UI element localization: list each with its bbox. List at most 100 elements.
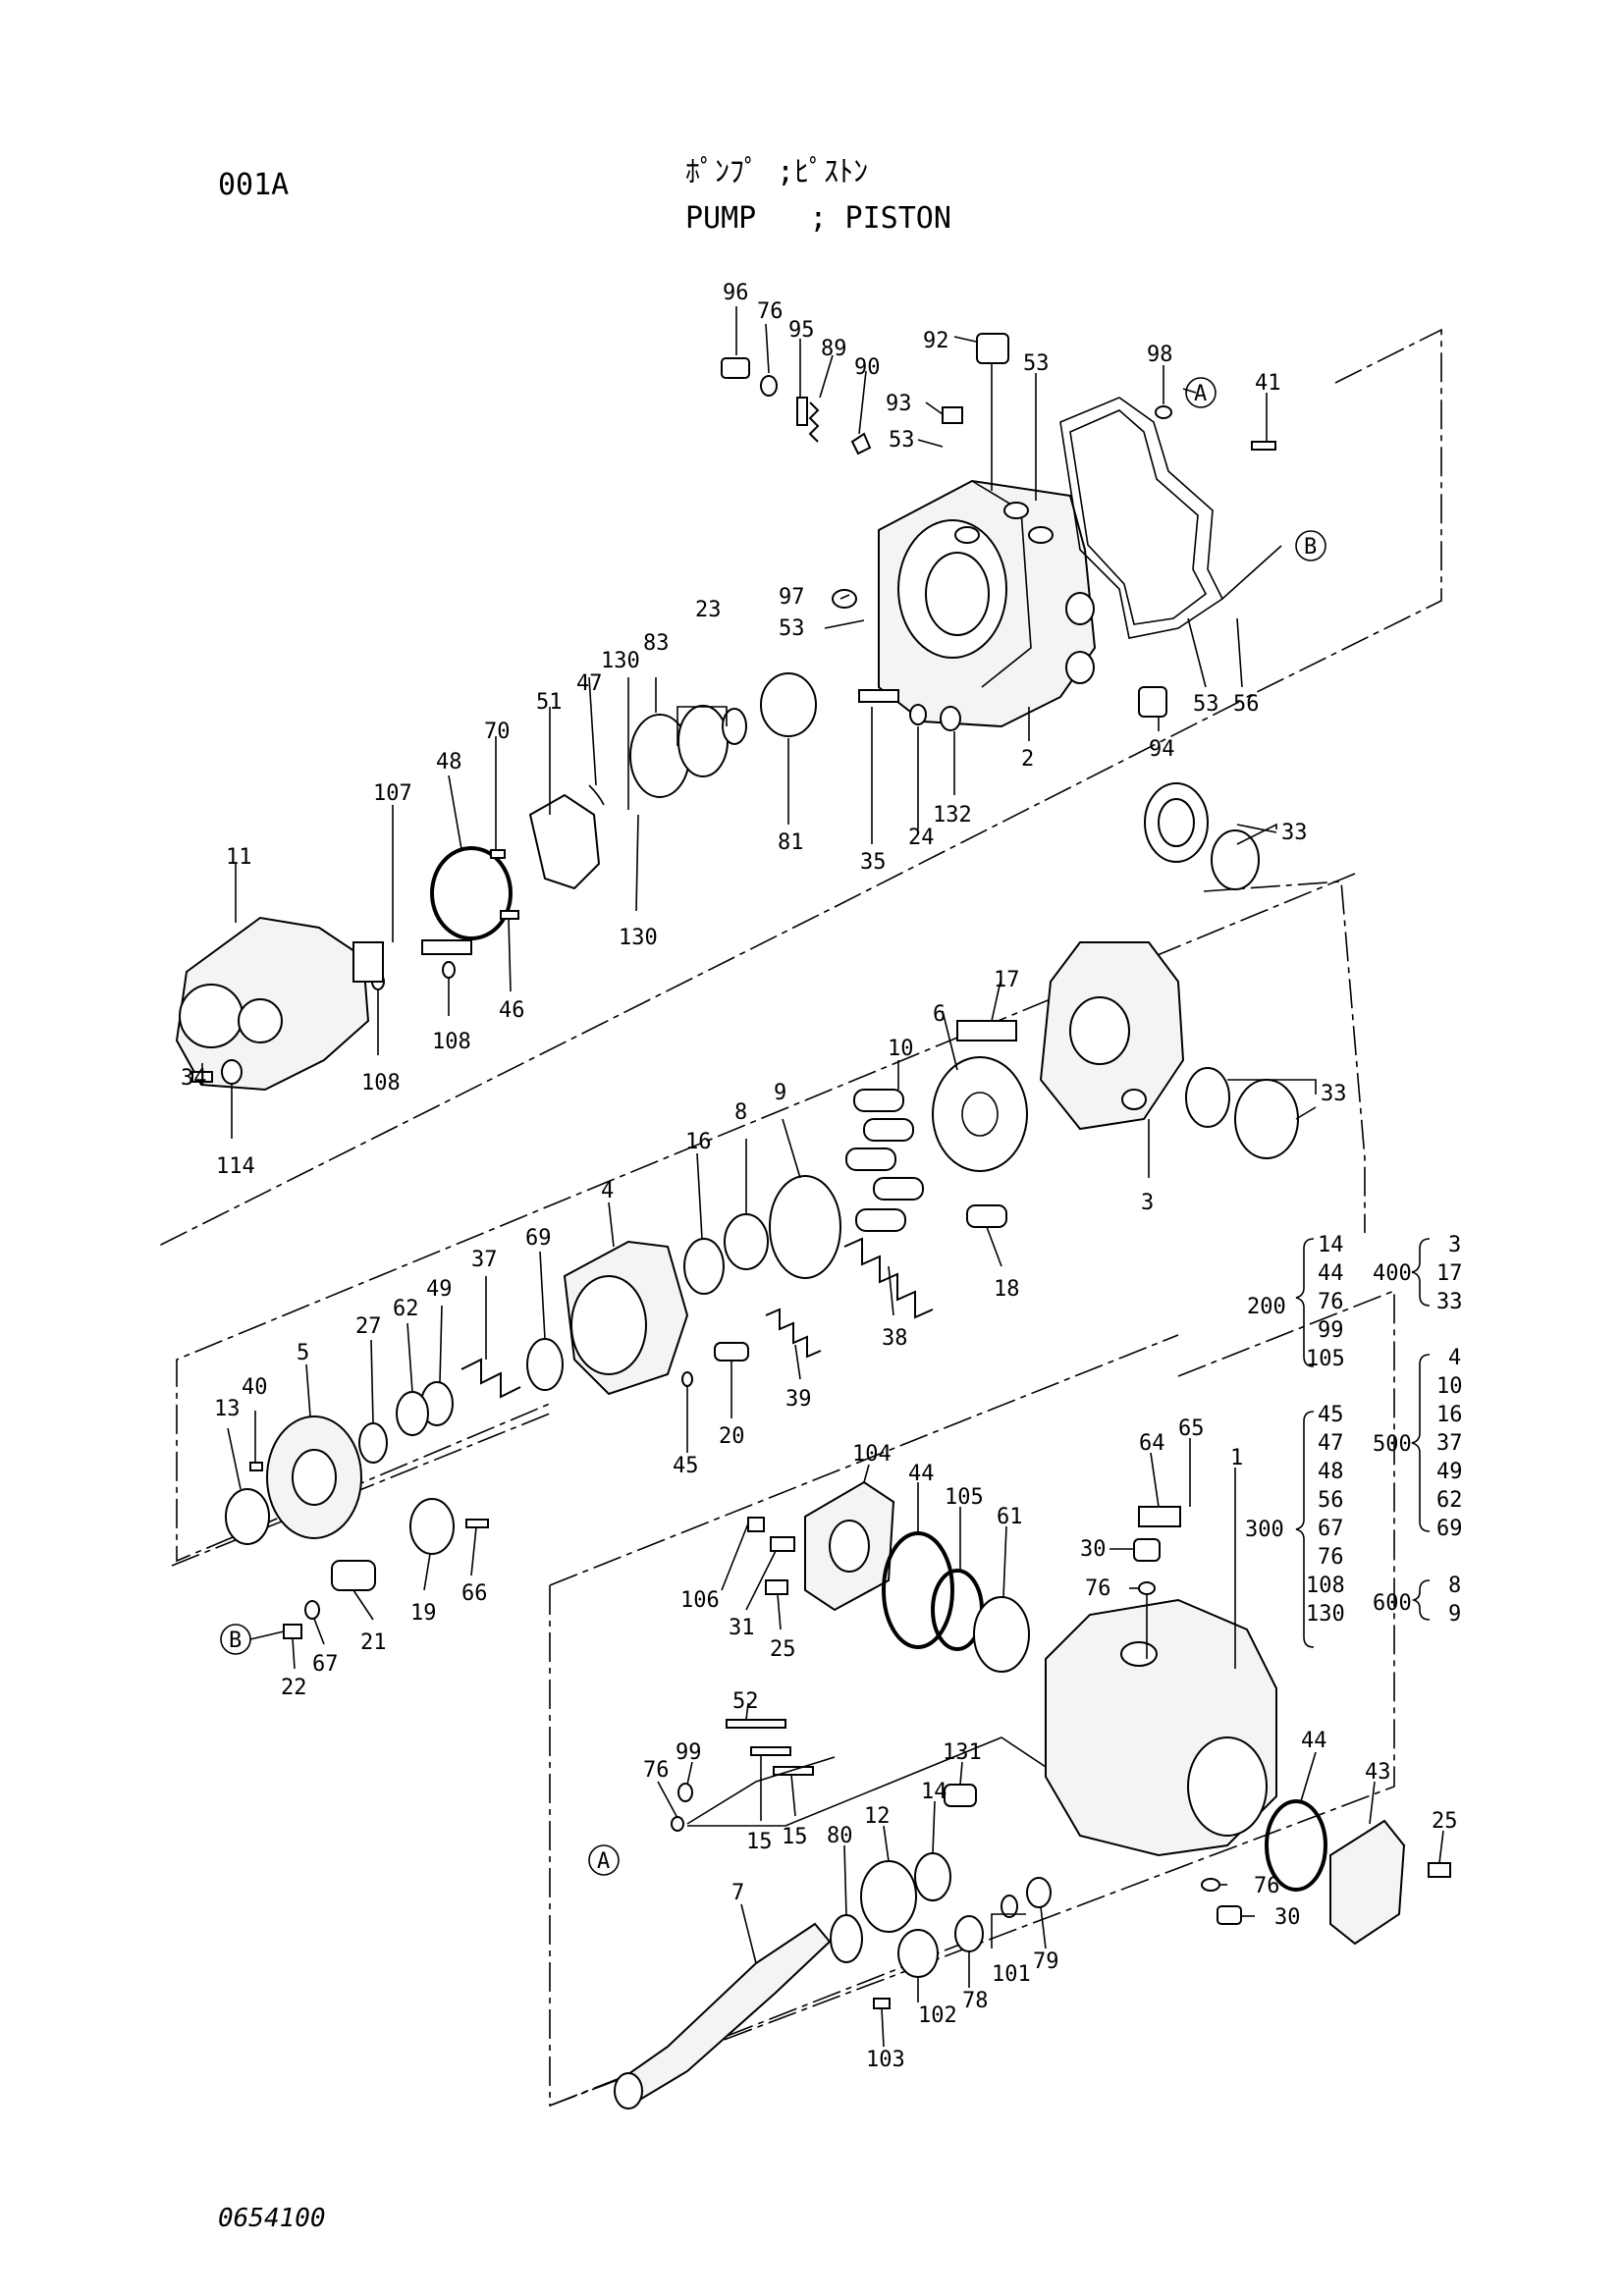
spring-39 — [765, 1308, 822, 1359]
callout-21: 21 — [360, 1630, 387, 1655]
kit-400-part: 3 — [1448, 1233, 1461, 1257]
screw-97 — [832, 589, 857, 609]
cylinder-block-4 — [563, 1240, 689, 1396]
pin-15b — [773, 1766, 814, 1776]
kit-braces — [1295, 1238, 1431, 1648]
callout-56: 56 — [1233, 692, 1260, 717]
top-small-parts — [721, 333, 1276, 737]
title-english: PUMP ; PISTON — [685, 201, 951, 236]
bearing-12 — [860, 1860, 917, 1933]
sleeve-19 — [409, 1498, 455, 1555]
title-japanese: ﾎﾟﾝﾌﾟ ;ﾋﾟｽﾄﾝ — [685, 155, 868, 189]
spring-38 — [843, 1237, 934, 1319]
kit-500-part: 10 — [1436, 1374, 1463, 1399]
callout-40: 40 — [242, 1375, 268, 1400]
callout-19: 19 — [410, 1601, 437, 1626]
washer-114 — [221, 1059, 243, 1085]
pistons-10 — [845, 1089, 924, 1232]
callout-69: 69 — [525, 1226, 552, 1251]
kit-300-number: 300 — [1245, 1518, 1284, 1542]
plug-30a — [1133, 1538, 1161, 1562]
callout-92: 92 — [923, 329, 949, 353]
callout-48: 48 — [436, 750, 462, 774]
kit-300-part: 47 — [1318, 1431, 1344, 1456]
o-ring-76c — [671, 1816, 684, 1832]
callout-76: 76 — [1085, 1576, 1111, 1601]
callout-114: 114 — [216, 1154, 255, 1179]
callout-131: 131 — [943, 1740, 982, 1765]
callout-15: 15 — [746, 1830, 773, 1854]
callout-65: 65 — [1178, 1416, 1205, 1441]
callout-27: 27 — [355, 1314, 382, 1339]
gear-pump-11 — [175, 916, 384, 1092]
poppet-90 — [850, 432, 872, 455]
ring-27 — [358, 1422, 388, 1464]
kit-400-part: 33 — [1436, 1290, 1463, 1314]
plug-79 — [1026, 1877, 1052, 1908]
callout-61: 61 — [997, 1505, 1023, 1529]
bolt-25b — [1428, 1862, 1451, 1878]
callout-53: 53 — [779, 616, 805, 641]
callout-99: 99 — [676, 1740, 702, 1765]
callout-101: 101 — [992, 1962, 1031, 1987]
ring-80 — [830, 1914, 863, 1963]
o-ring-44b — [1265, 1799, 1327, 1892]
ring-81 — [760, 672, 817, 737]
shaft-18 — [966, 1204, 1007, 1228]
callout-97: 97 — [779, 585, 805, 610]
callout-105: 105 — [945, 1485, 984, 1510]
callout-53: 53 — [1193, 692, 1219, 717]
callout-14: 14 — [921, 1780, 947, 1804]
pin-66 — [465, 1519, 489, 1528]
callout-5: 5 — [297, 1341, 309, 1365]
callout-30: 30 — [1080, 1537, 1107, 1562]
callout-70: 70 — [484, 720, 511, 744]
callout-25: 25 — [1432, 1809, 1458, 1834]
plug-93 — [942, 406, 963, 424]
callout-9: 9 — [774, 1081, 786, 1105]
o-ring-45 — [681, 1371, 693, 1387]
plate-6 — [932, 1056, 1028, 1172]
callout-11: 11 — [226, 845, 252, 870]
snap-ring-47 — [588, 784, 605, 806]
kit-300-part: 48 — [1318, 1460, 1344, 1484]
seal-61 — [973, 1596, 1030, 1673]
bearing-14 — [914, 1852, 951, 1901]
o-ring-76b — [1138, 1581, 1156, 1595]
callout-30: 30 — [1274, 1905, 1301, 1930]
kit-200-part: 99 — [1318, 1318, 1344, 1343]
gear-23b — [722, 708, 747, 745]
callout-4: 4 — [601, 1179, 614, 1203]
callout-44: 44 — [908, 1462, 935, 1486]
kit-500-part: 4 — [1448, 1346, 1461, 1370]
kit-600-number: 600 — [1373, 1591, 1412, 1616]
callout-37: 37 — [471, 1248, 498, 1272]
plate-64 — [1138, 1506, 1181, 1527]
pin-41 — [1251, 441, 1276, 451]
gasket — [1059, 397, 1224, 639]
pump-housing-rear — [878, 479, 1097, 728]
kit-200-part: 105 — [1306, 1347, 1345, 1371]
retainer-9 — [769, 1175, 841, 1279]
flange-104 — [804, 1480, 895, 1612]
kit-200-part: 14 — [1318, 1233, 1344, 1257]
callout-15: 15 — [782, 1825, 808, 1849]
callout-23: 23 — [695, 598, 722, 622]
cover-43 — [1329, 1819, 1406, 1946]
callout-49: 49 — [426, 1277, 453, 1302]
callout-107: 107 — [373, 781, 412, 806]
callout-41: 41 — [1255, 371, 1281, 396]
callout-labels: 96 76 95 89 90 92 53 98 41 A 93 53 B 97 … — [181, 281, 1458, 2072]
kit-200-part: 76 — [1318, 1290, 1344, 1314]
drawing-number: 0654100 — [218, 2204, 326, 2233]
ring-62 — [396, 1391, 429, 1436]
kit-500-part: 16 — [1436, 1403, 1463, 1427]
reference-a-bottom: A — [597, 1849, 610, 1874]
plate-102 — [897, 1929, 939, 1978]
callout-62: 62 — [393, 1297, 419, 1321]
pin-15a — [750, 1746, 791, 1756]
callout-106: 106 — [680, 1588, 720, 1613]
callout-102: 102 — [918, 2003, 957, 2028]
callout-39: 39 — [785, 1387, 812, 1412]
